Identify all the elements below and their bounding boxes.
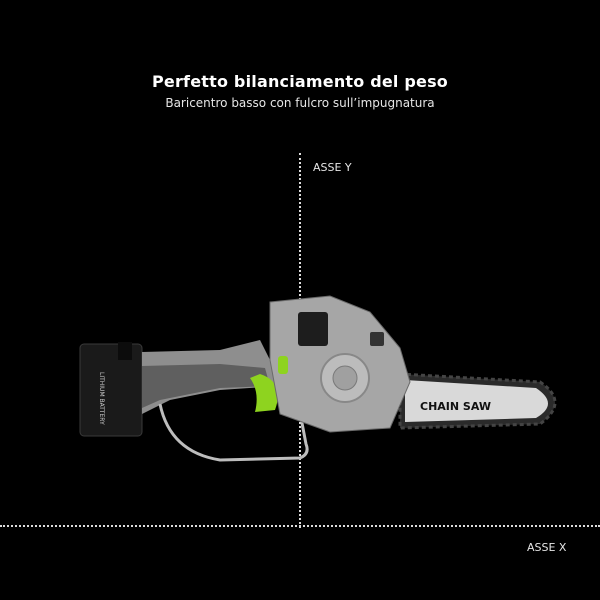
axis-x-line <box>0 525 600 527</box>
motor-housing <box>269 295 411 433</box>
guide-bar: CHAIN SAW <box>398 372 557 430</box>
battery: LITHIUM BATTERY <box>79 342 143 437</box>
axis-x-label: ASSE X <box>527 541 567 554</box>
handle-body <box>142 340 309 462</box>
page-title: Perfetto bilanciamento del peso <box>151 72 449 91</box>
chainsaw-image: CHAIN SAW LITHIUM BATTERY <box>79 295 557 462</box>
axis-y-label: ASSE Y <box>313 161 352 174</box>
page-subtitle: Baricentro basso con fulcro sull’impugna… <box>165 96 435 110</box>
battery-label: LITHIUM BATTERY <box>98 372 105 425</box>
bar-label: CHAIN SAW <box>420 400 491 413</box>
